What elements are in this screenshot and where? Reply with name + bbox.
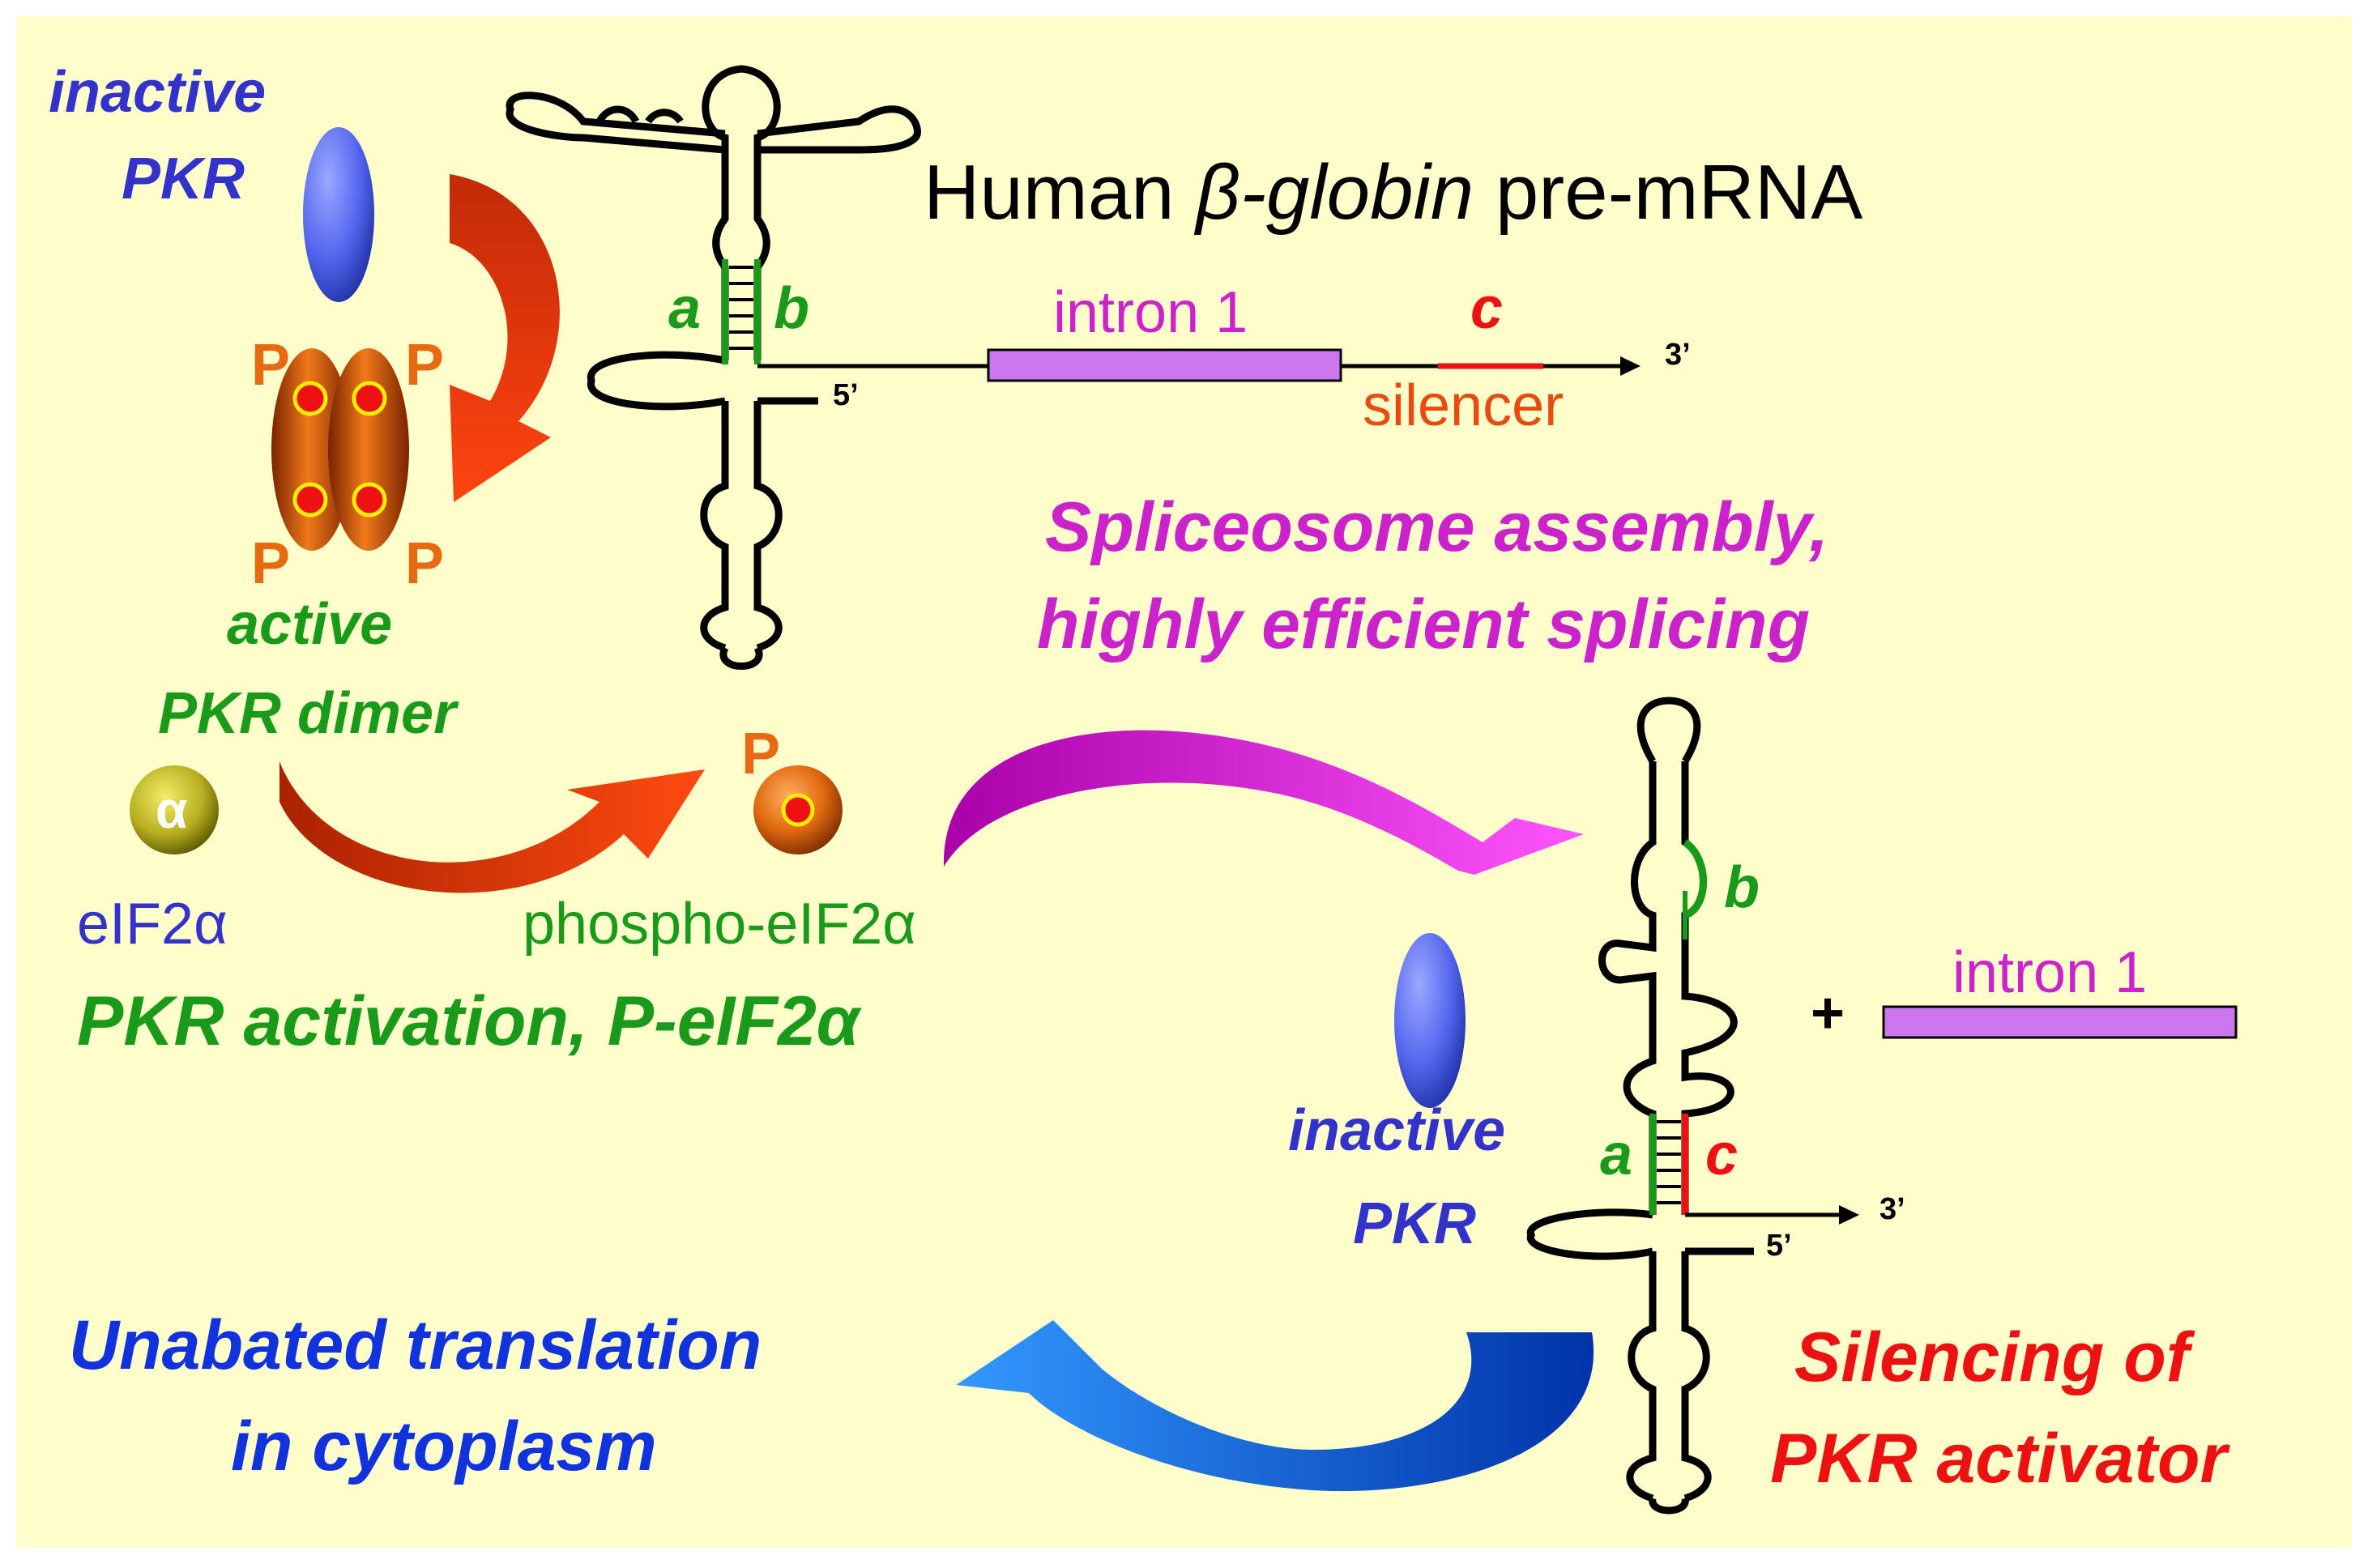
inactive-top-label: inactive — [49, 60, 266, 125]
page-title: Human β-globin pre-mRNA — [924, 149, 1862, 236]
intron-1-box-bottom — [1882, 1005, 2238, 1039]
silencing-line-1: Silencing of — [1794, 1319, 2195, 1396]
active-label: active — [227, 592, 392, 657]
spliced-mrna-structure-icon — [1526, 697, 1754, 1515]
phospho-p-label-5: P — [741, 722, 780, 786]
phospho-eif2a-label: phospho-eIF2α — [523, 892, 916, 957]
five-prime-bottom-label: 5’ — [1766, 1229, 1792, 1263]
unabated-line-2: in cytoplasm — [231, 1408, 657, 1485]
strand-arrowhead-icon — [1620, 356, 1641, 376]
segment-b-label-bottom: b — [1724, 855, 1760, 920]
intron-1-label-top: intron 1 — [1053, 280, 1248, 345]
five-prime-top-label: 5’ — [833, 378, 859, 412]
pkr-activation-label: PKR activation, P-eIF2α — [77, 982, 863, 1060]
inactive-pkr-ellipse-icon — [303, 127, 374, 302]
segment-c-label-bottom: c — [1705, 1123, 1738, 1187]
ladder-ac-icon — [1657, 1120, 1681, 1204]
inactive-bottom-label: inactive — [1288, 1098, 1505, 1163]
eif2a-label: eIF2α — [77, 892, 228, 957]
three-prime-bottom-label: 3’ — [1879, 1192, 1905, 1226]
unabated-line-1: Unabated translation — [69, 1306, 762, 1384]
phospho-p-label-1: P — [251, 333, 290, 398]
segment-a-label: a — [668, 276, 701, 341]
spliceosome-line-2: highly efficient splicing — [1037, 586, 1810, 663]
pkr-top-label: PKR — [122, 147, 245, 211]
spliceosome-line-1: Spliceosome assembly, — [1045, 488, 1828, 566]
inactive-pkr-ellipse-bottom-icon — [1394, 933, 1466, 1108]
intron-1-box-top — [987, 348, 1342, 382]
silencer-label: silencer — [1363, 373, 1564, 438]
pkr-bottom-label: PKR — [1353, 1191, 1476, 1256]
silencing-line-2: PKR activator — [1770, 1420, 2230, 1498]
three-prime-top-label: 3’ — [1665, 338, 1691, 372]
spliced-strand-arrowhead-icon — [1839, 1205, 1859, 1225]
activation-curved-arrow-icon — [450, 174, 560, 502]
eif2a-sphere-icon — [130, 765, 219, 854]
ladder-ab-icon — [729, 266, 753, 350]
segment-b-label: b — [774, 276, 809, 341]
phospho-p-label-3: P — [251, 531, 290, 596]
active-pkr-dimer-icon — [271, 348, 409, 551]
intron-1-label-bottom: intron 1 — [1952, 940, 2147, 1005]
splicing-curved-arrow-icon — [943, 730, 1584, 875]
translation-curved-arrow-icon — [956, 1320, 1594, 1492]
alpha-symbol: α — [156, 781, 187, 839]
phospho-p-label-4: P — [405, 531, 444, 596]
pkr-dimer-label: PKR dimer — [158, 681, 459, 746]
segment-c-label-top: c — [1470, 276, 1503, 341]
phospho-site-icon — [781, 793, 815, 827]
pre-mrna-structure-icon — [506, 65, 921, 670]
plus-sign: + — [1811, 981, 1845, 1046]
segment-a-label-bottom: a — [1600, 1123, 1632, 1187]
phospho-p-label-2: P — [405, 333, 444, 398]
segment-b-loop-bottom — [1683, 839, 1707, 919]
phosphorylation-arrow-icon — [279, 761, 705, 893]
